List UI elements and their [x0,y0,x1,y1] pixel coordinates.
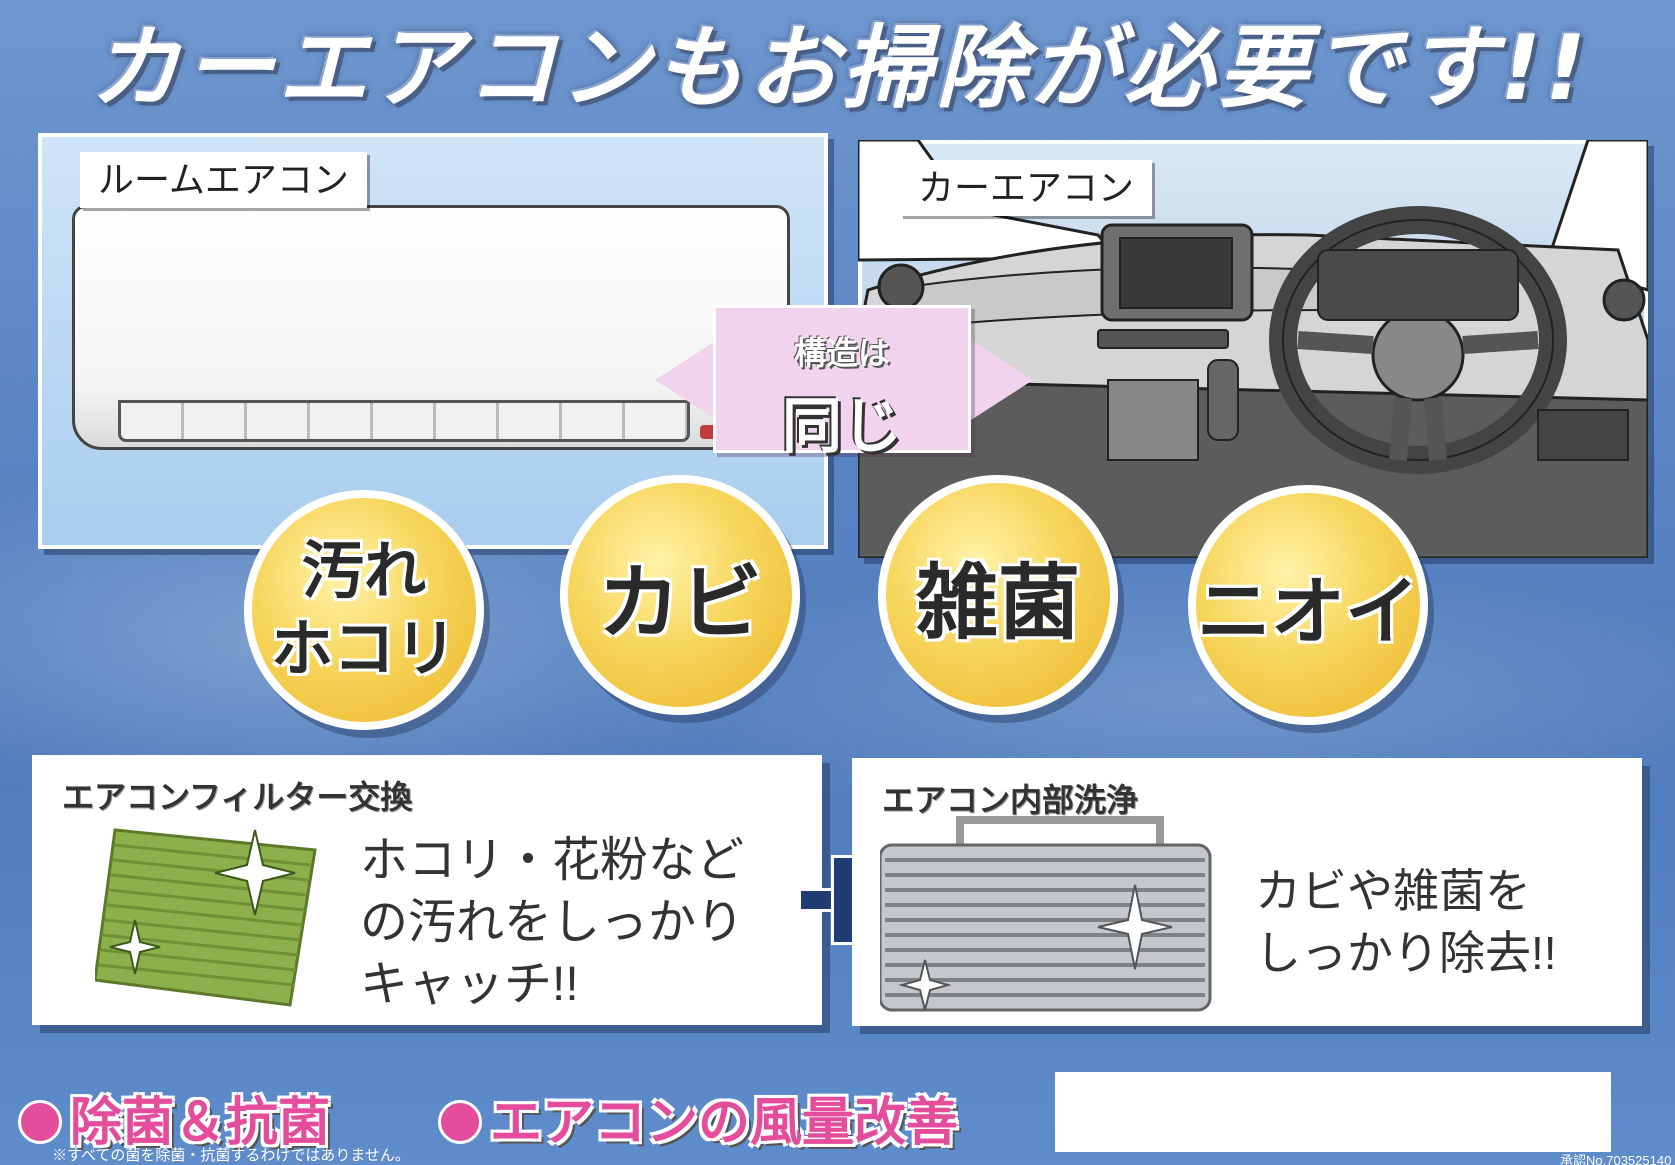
cleaning-card-text: カビや雑菌を しっかり除去!! [1255,865,1557,979]
room-aircon-tag: ルームエアコン [80,152,367,208]
structure-line2: 同じ [782,392,902,462]
room-aircon-vent [118,400,690,442]
bubble-bacteria: 雑菌 [878,475,1118,715]
bullet-dot-icon [438,1100,482,1144]
evaporator-illustration [880,816,1212,1012]
bubble-dirt-dust: 汚れ ホコリ [244,490,484,730]
air-filter-illustration [95,828,317,1007]
bubble-label: カビ [597,555,762,651]
feature-label: エアコンの風量改善 [490,1093,959,1153]
structure-callout: 構造は 同じ [713,305,971,462]
cleaning-card-title: エアコン内部洗浄 [882,781,1139,819]
filter-card-text: ホコリ・花粉など の汚れをしっかり キャッチ!! [360,834,745,1011]
bubble-label: ニオイ [1197,568,1419,655]
feature-label: 除菌＆抗菌 [70,1093,331,1153]
headline: カーエアコンもお掃除が必要です!! [89,16,1591,121]
structure-arrow-left [655,340,717,420]
footnote: ※すべての菌を除菌・抗菌するわけではありません。 [52,1147,410,1164]
blank-info-box [1055,1072,1611,1152]
feature-airflow-improvement: エアコンの風量改善 [438,1080,958,1155]
feature-sterilization: 除菌＆抗菌 [18,1080,330,1155]
bubble-mold: カビ [560,475,800,715]
bubble-label: 雑菌 [915,555,1080,651]
plus-bar-vertical [831,855,855,945]
approval-number: 承認No.703525140 [1560,1153,1672,1165]
structure-line1: 構造は [793,334,890,372]
structure-arrow-right [971,340,1033,420]
filter-card-title: エアコンフィルター交換 [62,778,413,816]
car-aircon-tag: カーエアコン [900,160,1153,216]
bubble-odor: ニオイ [1188,485,1428,725]
bubble-label: 汚れ ホコリ [270,534,457,685]
bullet-dot-icon [18,1100,62,1144]
